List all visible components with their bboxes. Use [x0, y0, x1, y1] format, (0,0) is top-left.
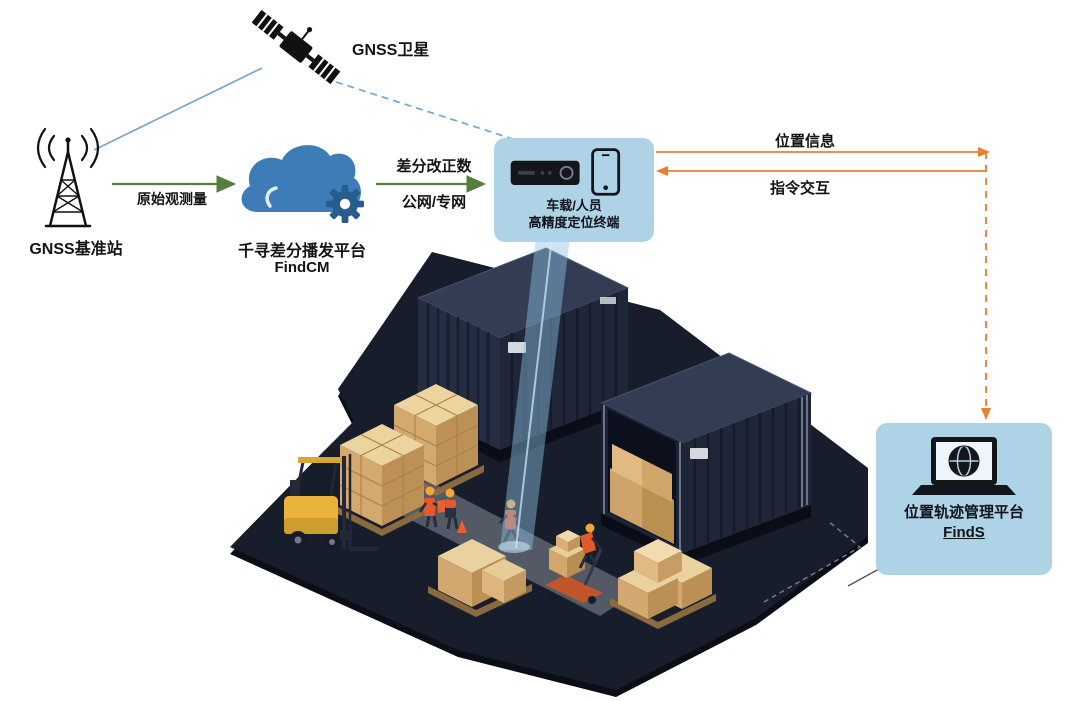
- link-satellite-to-terminal: [335, 81, 517, 141]
- position-info-label: 位置信息: [774, 133, 835, 150]
- worker-3: [499, 499, 522, 544]
- safety-cone: [457, 520, 467, 533]
- gear-icon: [326, 185, 364, 223]
- satellite-label: GNSS卫星: [352, 42, 430, 59]
- arrowhead-platform-drop: [981, 408, 991, 420]
- management-product-label: FindS: [943, 523, 985, 541]
- base-station-label: GNSS基准站: [29, 241, 123, 258]
- cloud-icon: [241, 145, 364, 223]
- pallet-right: [610, 539, 716, 629]
- terminal-label-line1: 车载/人员: [546, 198, 602, 213]
- base-station-icon: [36, 127, 100, 228]
- correction-label-line2: 公网/专网: [401, 194, 467, 211]
- arrowhead-position-info: [978, 147, 990, 157]
- ground-markings: [763, 520, 862, 603]
- satellite-icon: [251, 9, 341, 85]
- receiver-and-phone-icon: [510, 148, 621, 196]
- laptop-globe-icon: [912, 437, 1016, 495]
- cloud-name-label: 千寻差分播发平台: [237, 243, 366, 260]
- raw-observation-label: 原始观测量: [137, 191, 207, 207]
- terminal-label-line2: 高精度定位终端: [528, 214, 620, 230]
- command-interaction-label: 指令交互: [769, 180, 830, 197]
- management-platform-bubble: 位置轨迹管理平台 FindS: [876, 423, 1052, 575]
- receiver-icon: [510, 160, 580, 185]
- arrowhead-command-interaction: [656, 166, 668, 176]
- forklift: [284, 454, 378, 551]
- worker-4: [578, 523, 602, 569]
- terminal-bubble: 车载/人员 高精度定位终端: [494, 138, 654, 242]
- globe-icon: [948, 445, 980, 477]
- management-name-label: 位置轨迹管理平台: [903, 504, 1024, 521]
- phone-icon: [591, 148, 621, 196]
- container-b: [599, 352, 813, 565]
- link-satellite-to-base: [93, 67, 263, 151]
- pallet-center: [428, 539, 532, 617]
- correction-label-line1: 差分改正数: [396, 158, 472, 175]
- pallet-jack: [545, 530, 603, 604]
- worker-2: [445, 488, 459, 530]
- positioning-beam: [498, 236, 570, 553]
- cloud-product-label: FindCM: [274, 259, 330, 276]
- container-a-label-patch: [508, 342, 526, 353]
- warehouse-scene: [230, 247, 891, 697]
